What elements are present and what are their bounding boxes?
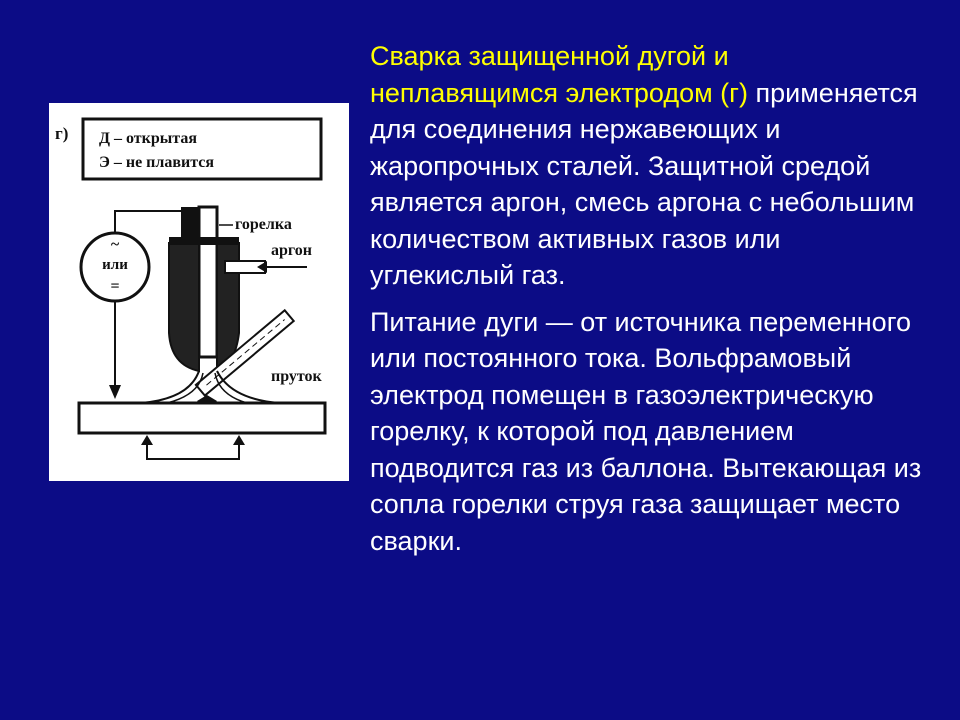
power-source-or: или (102, 257, 128, 273)
nozzle-left (168, 242, 200, 373)
power-source-dc: = (110, 278, 119, 295)
legend-line-1: Д – открытая (99, 130, 197, 147)
workpiece (77, 401, 327, 435)
nozzle-top (169, 237, 239, 245)
arrow-up-icon (233, 435, 245, 445)
legend-box (81, 117, 323, 181)
text-block: Сварка защищенной дугой и неплавящимся э… (370, 38, 930, 559)
welding-diagram: г) Д – открытая Э – не плавится ~ или = (49, 103, 349, 481)
paragraph-1: Сварка защищенной дугой и неплавящимся э… (370, 38, 930, 294)
figure-label: г) (55, 124, 68, 143)
paragraph-2: Питание дуги — от источника переменного … (370, 306, 922, 556)
power-source-ac: ~ (111, 236, 120, 253)
arrow-left-icon (257, 261, 267, 273)
label-argon: аргон (271, 242, 312, 259)
filler-rod (194, 308, 296, 398)
legend-line-2: Э – не плавится (99, 154, 214, 171)
arrow-up-icon (141, 435, 153, 445)
bottom-bracket (146, 437, 240, 460)
label-rod: пруток (271, 368, 323, 385)
gas-flow-left-1 (140, 370, 200, 404)
heading-line-2: неплавящимся электродом (г) (370, 77, 748, 108)
welding-diagram-svg: г) Д – открытая Э – не плавится ~ или = (55, 117, 327, 460)
heading-line-1: Сварка защищенной дугой и (370, 41, 729, 71)
arrow-down-icon (109, 385, 121, 399)
paragraph-1-body: применяется для соединения нержавеющих и… (370, 77, 918, 291)
electrode (197, 205, 219, 359)
label-torch: горелка (235, 216, 292, 233)
